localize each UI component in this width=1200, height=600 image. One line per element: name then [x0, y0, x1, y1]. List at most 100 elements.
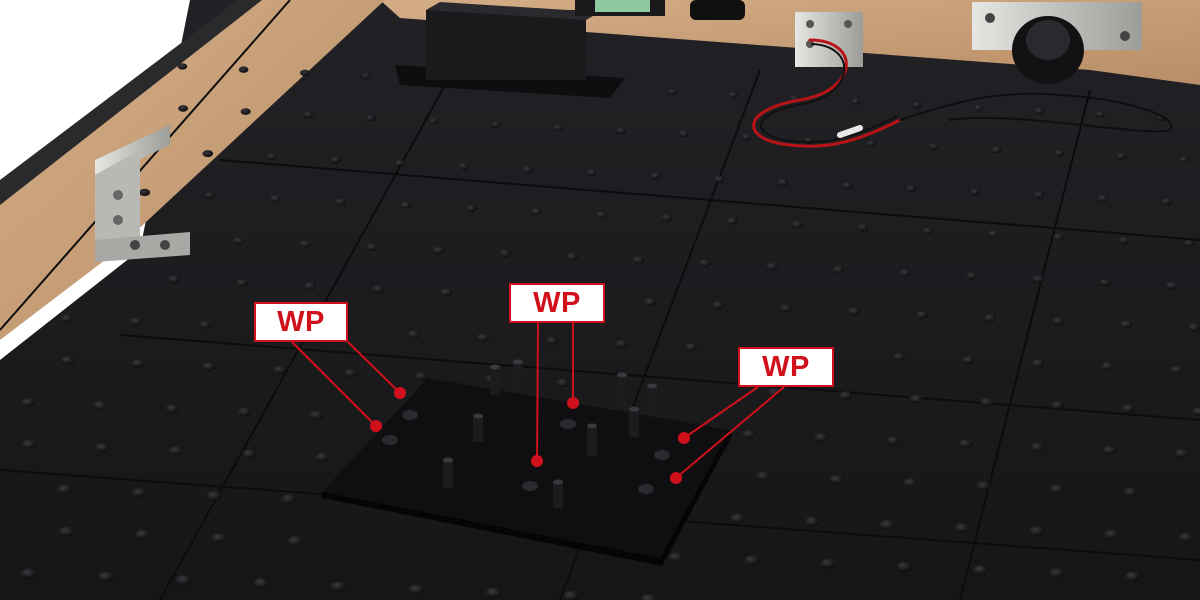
peg-hole [892, 352, 906, 361]
peg-hole [168, 446, 183, 456]
peg-hole [1052, 317, 1064, 326]
left-wall-edge [0, 0, 262, 205]
peg-hole [202, 150, 214, 158]
wp-label-right: WP [738, 347, 834, 387]
peg-hole [242, 449, 257, 459]
peg-hole [765, 262, 778, 271]
standoff-top [513, 359, 523, 365]
standoff [513, 362, 523, 388]
peg-hole [841, 182, 853, 190]
standoff-top [617, 372, 627, 378]
peg-hole [1049, 568, 1065, 579]
peg-hole [178, 105, 189, 112]
peg-hole [1121, 404, 1135, 413]
peg-hole [987, 230, 999, 238]
peg-hole [553, 124, 564, 131]
standoff-top [587, 423, 597, 429]
peg-hole [1104, 529, 1119, 540]
peg-hole [1033, 191, 1044, 199]
peg-hole [1179, 156, 1190, 163]
peg-hole [131, 359, 145, 368]
peg-hole [832, 265, 845, 274]
peg-hole [962, 355, 975, 365]
standoff [629, 409, 639, 437]
peg-hole [204, 192, 216, 200]
peg-hole [984, 314, 996, 322]
peg-hole [366, 243, 378, 251]
peg-hole [972, 565, 988, 575]
peg-hole [303, 111, 314, 119]
peg-hole [566, 252, 578, 261]
peg-hole [1051, 400, 1064, 410]
peg-hole [1174, 449, 1189, 458]
peg-hole [300, 69, 310, 77]
peg-hole [857, 224, 869, 232]
peg-hole [1099, 278, 1111, 287]
circuit-module-top [575, 0, 745, 20]
peg-hole [20, 568, 37, 579]
peg-hole [1125, 571, 1141, 582]
standoff-top [629, 406, 639, 412]
peg-hole [909, 394, 923, 404]
annotation-leaders [291, 322, 785, 479]
peg-hole [965, 272, 978, 280]
peg-hole [206, 491, 222, 501]
peg-hole [814, 433, 828, 442]
peg-hole [1179, 532, 1194, 543]
peg-hole [928, 143, 939, 151]
standoff-top [443, 457, 453, 463]
peg-hole [1050, 484, 1064, 494]
peg-hole [177, 63, 188, 70]
peg-hole [886, 436, 900, 446]
peg-hole [1123, 487, 1138, 497]
peg-hole [281, 494, 297, 505]
peg-hole [730, 513, 745, 524]
peg-hole [1116, 153, 1127, 160]
screw-head [560, 419, 576, 429]
peg-hole [726, 217, 738, 225]
peg-hole [644, 298, 656, 306]
peg-hole [586, 169, 597, 177]
standoff [553, 482, 563, 508]
peg-hole [168, 275, 180, 284]
wp-marker-right-2 [670, 472, 682, 484]
screw-head [654, 450, 670, 460]
peg-hole [1120, 320, 1132, 329]
peg-hole [1192, 407, 1200, 416]
standoff [490, 367, 500, 395]
standoff-top [490, 364, 500, 370]
peg-hole [805, 516, 820, 527]
peg-hole [236, 278, 248, 287]
peg-hole [238, 66, 249, 73]
wp-label-left: WP [254, 302, 348, 342]
peg-hole [458, 162, 469, 170]
peg-hole [400, 201, 412, 209]
mounting-plate [322, 378, 732, 566]
peg-hole [414, 372, 428, 381]
peg-hole [522, 166, 533, 174]
peg-hole [95, 443, 110, 453]
peg-hole [791, 220, 803, 228]
peg-hole [1030, 442, 1045, 452]
standoff-top [473, 413, 483, 419]
peg-hole [678, 130, 689, 138]
peg-hole [240, 108, 251, 115]
peg-hole [899, 269, 911, 277]
standoff [617, 375, 627, 405]
wp-label-middle: WP [509, 283, 605, 323]
standoff [587, 426, 597, 456]
peg-hole [905, 185, 917, 193]
peg-hole [361, 72, 371, 80]
peg-hole [741, 133, 752, 141]
peg-hole [563, 590, 579, 600]
standoff [443, 460, 453, 488]
screw-head [402, 410, 418, 420]
peg-hole [1097, 194, 1108, 202]
standoffs [382, 359, 670, 508]
peg-hole [667, 88, 677, 96]
peg-hole [976, 481, 991, 491]
peg-hole [649, 172, 661, 180]
peg-hole [139, 188, 151, 196]
peg-hole [1032, 275, 1044, 284]
